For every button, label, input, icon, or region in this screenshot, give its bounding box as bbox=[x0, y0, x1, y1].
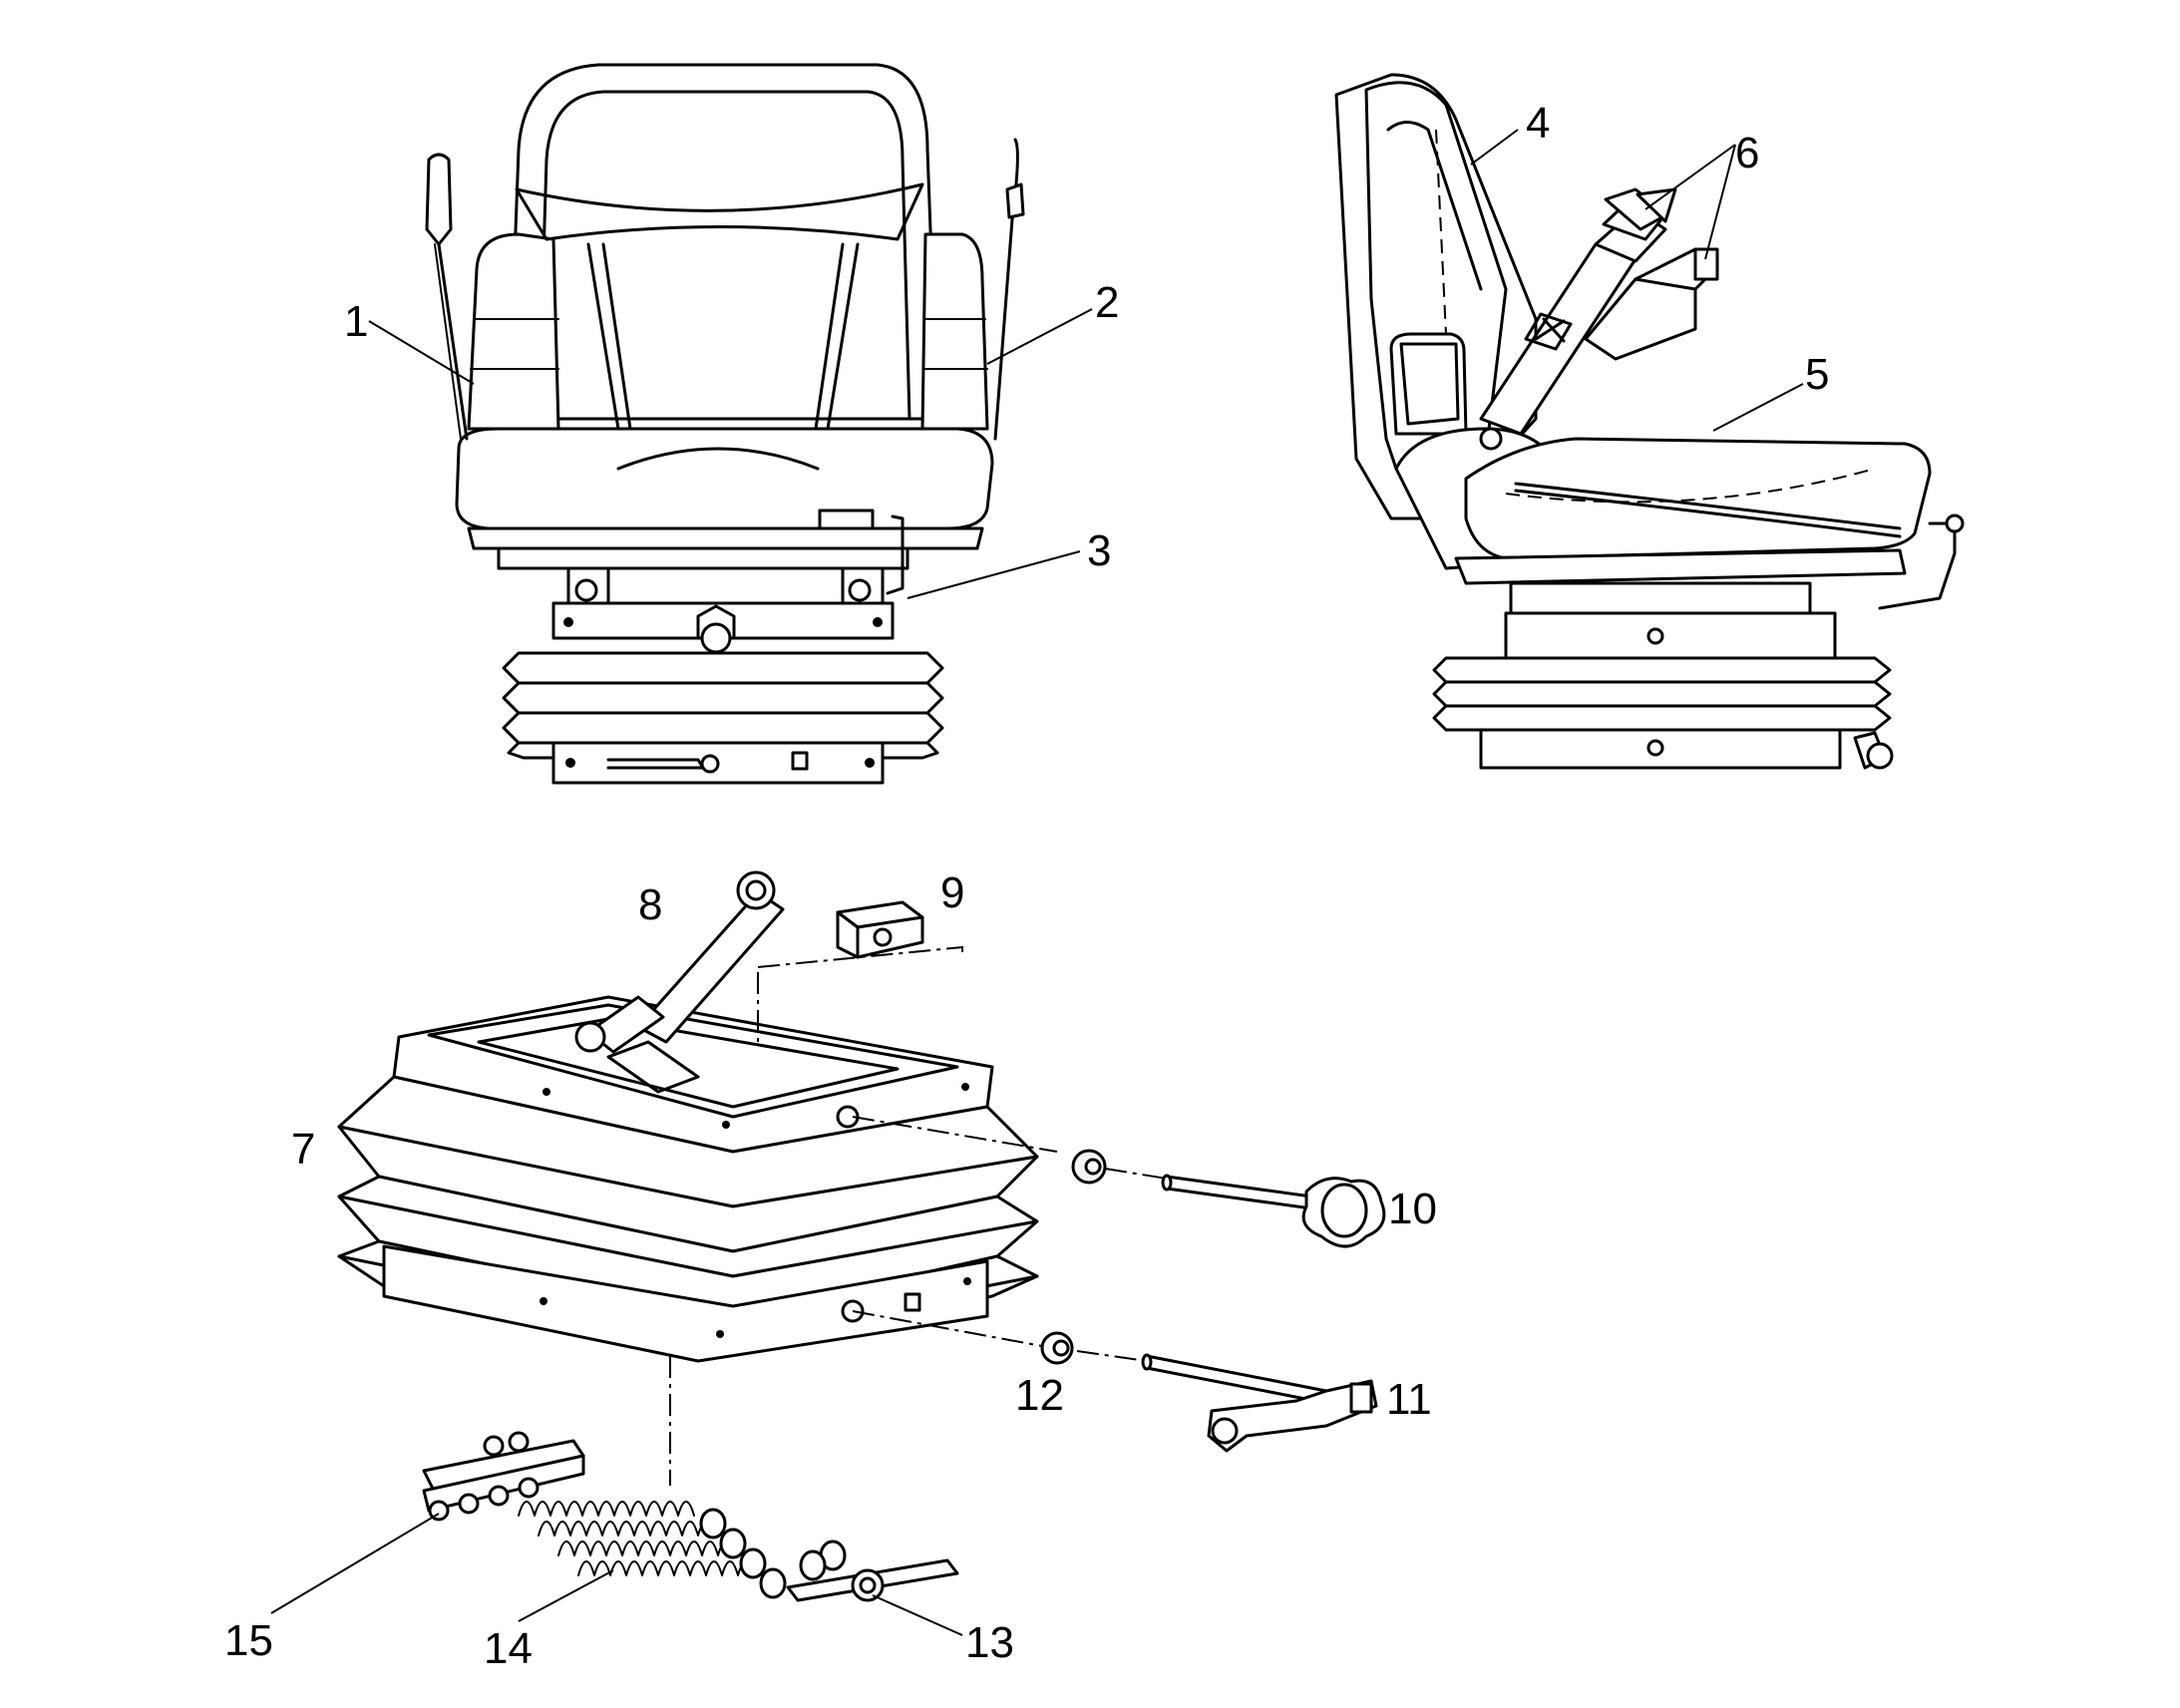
spring-group bbox=[518, 1501, 847, 1599]
callout-7: 7 bbox=[291, 1125, 315, 1174]
callout-3: 3 bbox=[1087, 526, 1111, 575]
callout-15: 15 bbox=[224, 1616, 273, 1665]
suspension-exploded-view bbox=[337, 870, 1386, 1602]
callout-10: 10 bbox=[1388, 1185, 1437, 1233]
seat-front-view bbox=[425, 63, 1025, 785]
callout-5: 5 bbox=[1805, 350, 1829, 399]
callout-labels: 1 2 3 4 5 6 7 8 9 10 11 12 13 14 15 bbox=[224, 99, 1829, 1673]
callout-11: 11 bbox=[1386, 1375, 1432, 1424]
callout-14: 14 bbox=[484, 1624, 533, 1673]
callout-4: 4 bbox=[1526, 99, 1550, 148]
callout-9: 9 bbox=[940, 868, 964, 917]
seat-side-view bbox=[1334, 73, 1965, 770]
callout-13: 13 bbox=[965, 1618, 1014, 1667]
callout-1: 1 bbox=[344, 297, 368, 346]
callout-12: 12 bbox=[1015, 1371, 1064, 1420]
callout-8: 8 bbox=[638, 880, 662, 929]
callout-2: 2 bbox=[1095, 278, 1119, 327]
callout-6: 6 bbox=[1735, 129, 1759, 177]
leader-lines bbox=[270, 129, 1804, 1636]
